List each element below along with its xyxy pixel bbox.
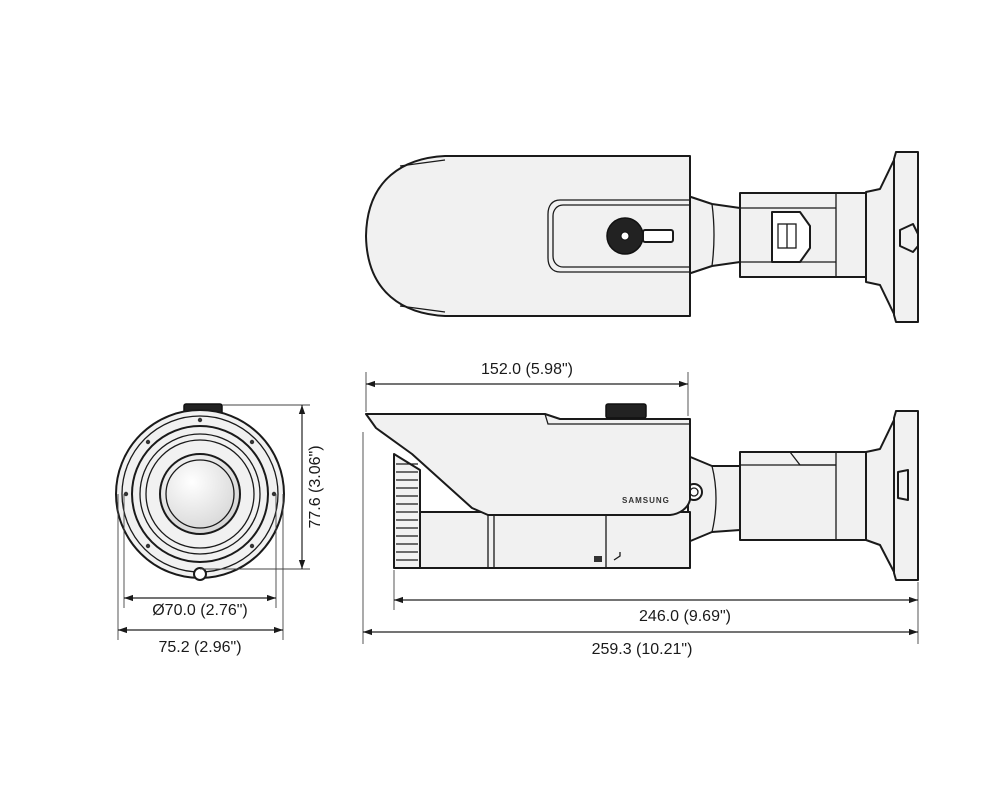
side-housing-lower [417,511,691,569]
top-bracket-flare [865,159,895,315]
side-front-fins [393,453,421,569]
top-housing [365,155,691,317]
fin-lines [396,463,418,561]
dimension-annotations: 152.0 (5.98") 246.0 (9.69") 259.3 (10.21… [117,361,919,658]
front-bottom-screw [193,567,207,581]
dim-front-height-label: 77.6 (3.06") [307,445,324,528]
front-view [115,403,285,581]
dim-overall-total-label: 259.3 (10.21") [592,641,693,658]
dim-overall-bracket-label: 246.0 (9.69") [639,608,731,625]
top-bracket-nub [899,223,919,253]
front-lens [159,453,241,535]
brand-label: SAMSUNG [622,496,670,505]
side-bracket-flare [865,419,895,573]
dim-housing-length-label: 152.0 (5.98") [481,361,573,378]
ir-led-dots [123,417,277,549]
dim-front-diameter-label: Ø70.0 (2.76") [152,602,248,619]
side-top-knob [605,403,647,419]
top-slot [547,199,690,273]
dim-front-width-label: 75.2 (2.96") [158,639,241,656]
side-view: SAMSUNG [365,403,919,581]
side-sunshield [365,413,691,516]
top-view [365,151,919,323]
